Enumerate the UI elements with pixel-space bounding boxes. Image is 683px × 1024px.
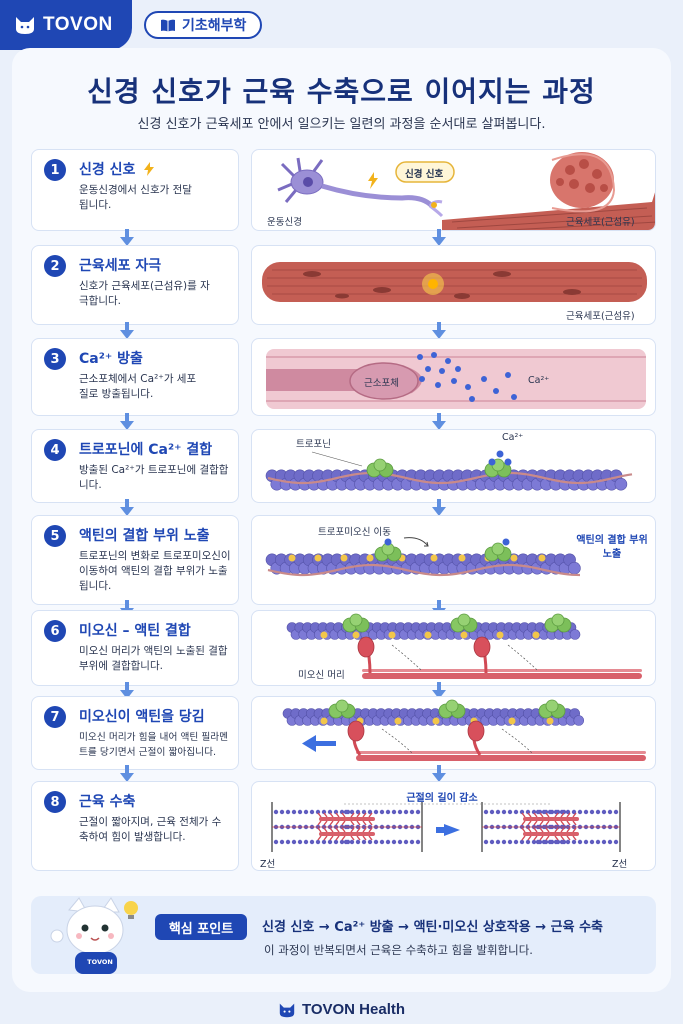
motor-neuron-label: 운동신경: [267, 217, 302, 228]
troponin-label: 트로포닌: [296, 439, 331, 450]
category-tag-label: 기초해부학: [182, 18, 247, 34]
sarcoplasmic-reticulum-illustration: [266, 349, 646, 409]
down-arrow-icon: [432, 322, 446, 339]
book-icon: [161, 19, 175, 31]
tropomyosin-move-label: 트로포미오신 이동: [318, 527, 391, 538]
panel-binding-site-exposed: 트로포미오신 이동 액틴의 결합 부위 노출: [251, 515, 656, 605]
sr-label: 근소포체: [364, 378, 399, 389]
down-arrow-icon: [432, 413, 446, 430]
down-arrow-icon: [120, 682, 134, 699]
footer: TOVON Health: [0, 995, 683, 1024]
muscle-cell-label: 근육세포(근섬유): [566, 217, 635, 228]
neuron-muscle-illustration: [277, 152, 655, 230]
step-number: 4: [44, 439, 66, 461]
cat-logo-icon: [279, 1003, 295, 1017]
step-title: 트로포닌에 Ca²⁺ 결합: [79, 442, 213, 458]
muscle-cell-label: 근육세포(근섬유): [566, 311, 635, 322]
step-title: 근육세포 자극: [79, 258, 162, 274]
muscle-fiber-illustration: [262, 262, 647, 302]
brand-name: TOVON: [43, 14, 113, 35]
lightning-icon: [144, 162, 155, 176]
step-description: 트로포닌의 변화로 트로포미오신이 이동하여 액틴의 결합 부위가 노출됩니다.: [79, 550, 231, 592]
step-description: 근절이 짧아지며, 근육 전체가 수축하여 힘이 발생합니다.: [79, 816, 222, 843]
step-title: 미오신이 액틴을 당김: [79, 709, 205, 725]
step-title: 액틴의 결합 부위 노출: [79, 528, 210, 544]
step-card-5: 5 액틴의 결합 부위 노출 트로포닌의 변화로 트로포미오신이 이동하여 액틴…: [31, 515, 239, 605]
summary-box: TOVON: [31, 896, 656, 974]
step-card-4: 4 트로포닌에 Ca²⁺ 결합 방출된 Ca²⁺가 트로포닌에 결합합니다.: [31, 429, 239, 503]
panel-troponin-binding: 트로포닌 Ca²⁺: [251, 429, 656, 503]
step-number: 8: [44, 791, 66, 813]
step-description: 운동신경에서 신호가 전달됩니다.: [79, 184, 192, 211]
page-subtitle: 신경 신호가 근육세포 안에서 일으키는 일련의 과정을 순서대로 살펴봅니다.: [137, 117, 546, 132]
step-number: 3: [44, 348, 66, 370]
cat-logo-icon: [16, 17, 34, 34]
thin-filament-illustration: [265, 450, 633, 491]
panel-sarcomere-shortening: 근절의 길이 감소 Z선 Z선: [251, 781, 656, 871]
z-line-right-label: Z선: [612, 859, 628, 870]
category-tag[interactable]: 기초해부학: [144, 11, 263, 39]
step-card-8: 8 근육 수축 근절이 짧아지며, 근육 전체가 수축하여 힘이 발생합니다.: [31, 781, 239, 871]
step-card-1: 1 신경 신호 운동신경에서 신호가 전달됩니다.: [31, 149, 239, 231]
step-card-6: 6 미오신 – 액틴 결합 미오신 머리가 액틴의 노출된 결합 부위에 결합합…: [31, 610, 239, 686]
key-point-badge: 핵심 포인트: [155, 914, 247, 940]
sarcomere-illustration: [271, 802, 621, 852]
step-description: 근소포체에서 Ca²⁺가 세포질로 방출됩니다.: [79, 373, 197, 400]
tropomyosin-shift-illustration: [265, 537, 581, 577]
panel-power-stroke: [251, 696, 656, 770]
step-number: 5: [44, 525, 66, 547]
mascot-shirt-label: TOVON: [87, 958, 113, 966]
step-number: 2: [44, 255, 66, 277]
summary-flow: 신경 신호 → Ca²⁺ 방출 → 액틴·미오신 상호작용 → 근육 수축: [262, 920, 603, 935]
myosin-head-label: 미오신 머리: [298, 670, 345, 681]
mascot-cat-icon: [50, 897, 138, 974]
down-arrow-icon: [432, 765, 446, 782]
step-description: 신호가 근육세포(근섬유)를 자극합니다.: [79, 280, 210, 307]
step-title: 미오신 – 액틴 결합: [79, 623, 191, 639]
signal-label: 신경 신호: [405, 169, 444, 180]
page-title: 신경 신호가 근육 수축으로 이어지는 과정: [87, 75, 596, 108]
step-number: 1: [44, 159, 66, 181]
down-arrow-icon: [432, 499, 446, 516]
step-title: 신경 신호: [79, 159, 155, 179]
binding-site-exposed-label: 액틴의 결합 부위 노출: [576, 535, 648, 560]
step-title: Ca²⁺ 방출: [79, 351, 143, 367]
top-bar: TOVON 기초해부학: [0, 0, 683, 52]
down-arrow-icon: [432, 229, 446, 246]
shortening-label: 근절의 길이 감소: [406, 793, 478, 804]
panel-nerve-signal: 신경 신호 운동신경 근육세포(근섬유): [251, 149, 656, 231]
myosin-actin-illustration: [286, 613, 642, 679]
panel-muscle-stimulation: 근육세포(근섬유): [251, 245, 656, 325]
step-number: 7: [44, 706, 66, 728]
z-line-left-label: Z선: [260, 859, 276, 870]
down-arrow-icon: [432, 682, 446, 699]
step-card-7: 7 미오신이 액틴을 당김 미오신 머리가 힘을 내어 액틴 필라멘트를 당기면…: [31, 696, 239, 770]
panel-calcium-release: 근소포체 Ca²⁺: [251, 338, 656, 416]
summary-note: 이 과정이 반복되면서 근육은 수축하고 힘을 발휘합니다.: [264, 943, 533, 957]
down-arrow-icon: [120, 499, 134, 516]
step-card-2: 2 근육세포 자극 신호가 근육세포(근섬유)를 자극합니다.: [31, 245, 239, 325]
step-description: 미오신 머리가 액틴의 노출된 결합 부위에 결합합니다.: [79, 645, 228, 672]
down-arrow-icon: [120, 322, 134, 339]
power-stroke-illustration: [282, 699, 646, 761]
step-card-3: 3 Ca²⁺ 방출 근소포체에서 Ca²⁺가 세포질로 방출됩니다.: [31, 338, 239, 416]
down-arrow-icon: [120, 229, 134, 246]
step-number: 6: [44, 620, 66, 642]
footer-brand: TOVON Health: [301, 1001, 406, 1018]
down-arrow-icon: [120, 765, 134, 782]
down-arrow-icon: [120, 413, 134, 430]
calcium-label: Ca²⁺: [528, 375, 550, 386]
step-description: 미오신 머리가 힘을 내어 액틴 필라멘트를 당기면서 근절이 짧아집니다.: [79, 732, 229, 758]
step-description: 방출된 Ca²⁺가 트로포닌에 결합합니다.: [79, 464, 229, 491]
calcium-label: Ca²⁺: [502, 432, 524, 443]
brand-logo[interactable]: TOVON: [0, 0, 132, 50]
step-title: 근육 수축: [79, 794, 136, 810]
panel-cross-bridge: 미오신 머리: [251, 610, 656, 686]
